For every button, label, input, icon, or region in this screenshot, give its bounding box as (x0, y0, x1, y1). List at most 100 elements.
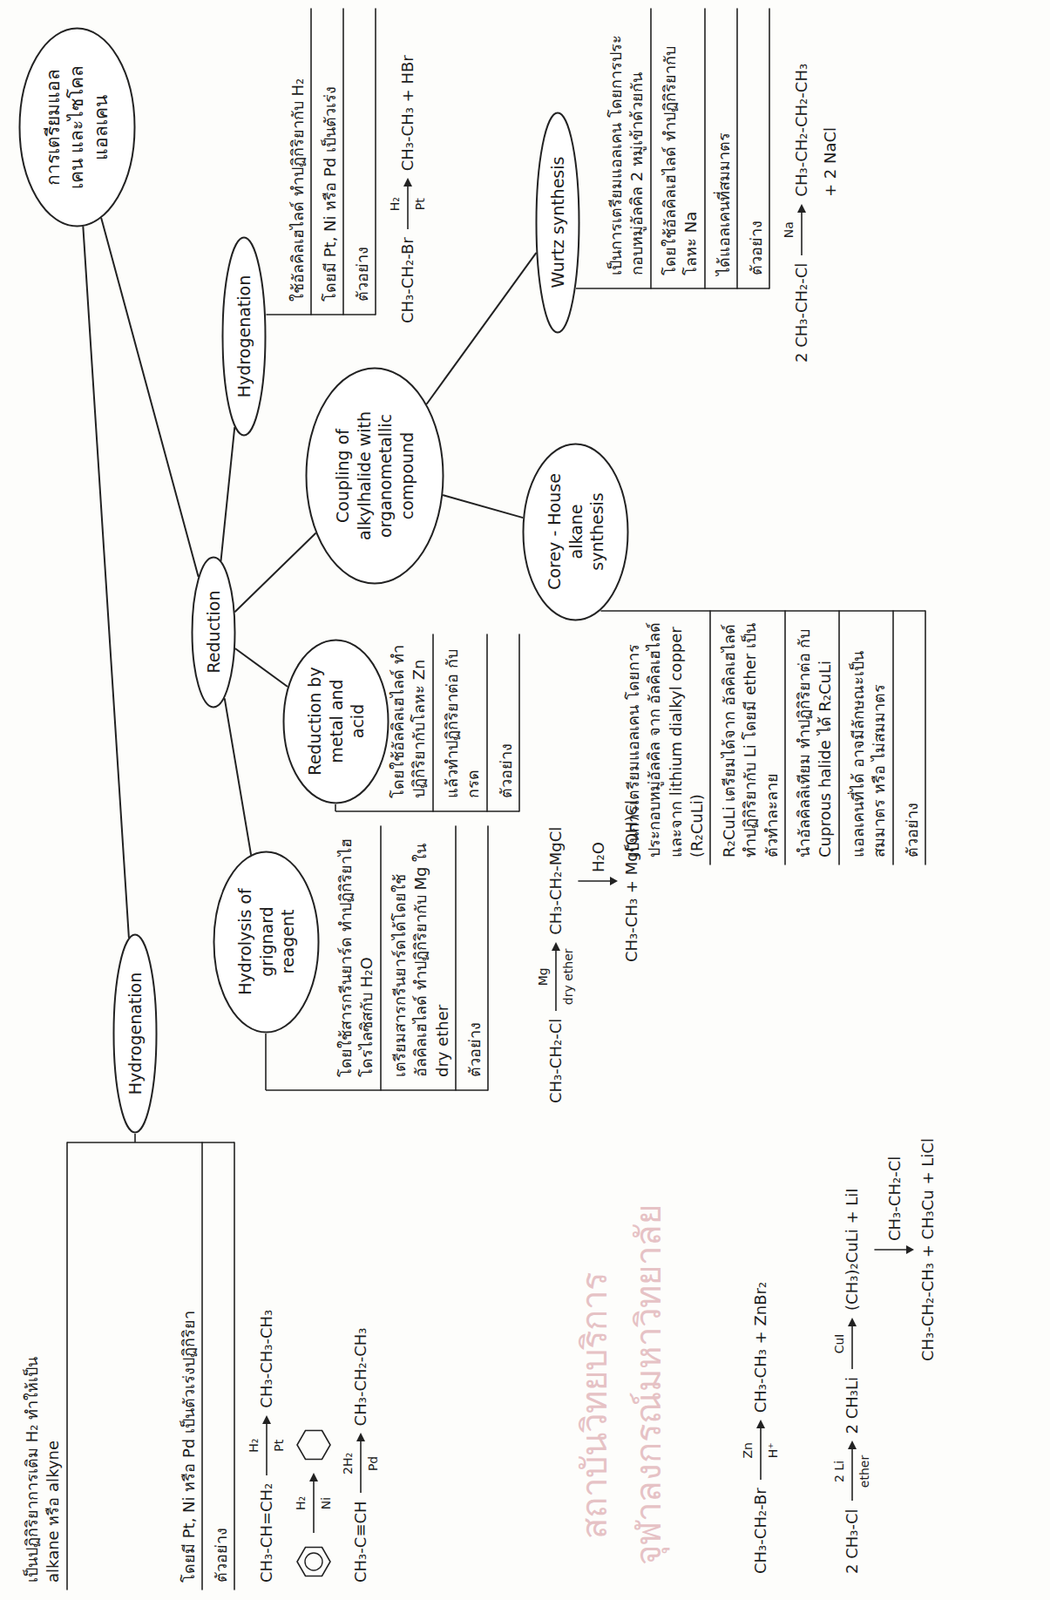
formula-text: CH₃-CH₃-CH₃ (256, 1309, 277, 1409)
arrow-shaft (265, 1418, 268, 1476)
branch-connector (235, 533, 316, 612)
branch-connector (443, 494, 523, 518)
branch-note-text: โดยใช้อัลคิลเฮไลด์ ทำปฏิกิริยากับโลหะ Zn (387, 641, 431, 799)
arrow-group: 2H₂Pd (340, 1432, 381, 1494)
equation-row: CH₃-CH₂-BrZnH⁺CH₃-CH₃ + ZnBr₂ (740, 1281, 781, 1574)
reagent-label: ether (857, 1455, 873, 1488)
reagent-label: H₂ (293, 1496, 309, 1511)
branch-spine (600, 609, 926, 612)
node-text-wrap: Coupling of alkylhalide with organometal… (331, 397, 419, 555)
formula-text: CH₃-CH₂-CH₃ (350, 1327, 371, 1426)
mind-map-ellipse: การเตรียมแอลเคน และไซโคลแอลเคน (18, 27, 136, 228)
formula-text: CH₃-CH₂-Cl (545, 1018, 566, 1104)
arrow-head (847, 1440, 857, 1450)
node-label: Hydrolysis of grignard reagent (234, 875, 299, 1008)
branch-note-text: ตัวอย่าง (464, 833, 486, 1078)
branch-underline (768, 8, 771, 289)
branch-underline (487, 826, 489, 1091)
node-text-wrap: Hydrogenation (124, 961, 147, 1106)
branch-note: โดยมี Pt, Ni หรือ Pd เป็นตัวเร่ง (319, 22, 341, 302)
branch-underline (784, 610, 786, 865)
branch-underline (310, 8, 312, 315)
watermark-text: สถาบันวิทยบริการ (566, 1272, 623, 1539)
reagent-label: Na (781, 221, 797, 238)
reagent-label: Pt (413, 197, 428, 210)
reaction-arrow (261, 1415, 272, 1477)
ellipse-shape (523, 444, 629, 621)
ellipse-shape (223, 237, 266, 436)
branch-note: ตัวอย่าง (495, 641, 517, 799)
formula-text: CH₃-CH₂-Br (397, 237, 418, 324)
formula-text: 2 CH₃Li (841, 1376, 862, 1435)
reaction-arrow (308, 1472, 319, 1534)
branch-connector (224, 698, 251, 854)
reagent-label: H⁺ (765, 1442, 781, 1458)
ellipse-shape (536, 113, 580, 333)
node-label: Reduction (203, 576, 225, 687)
formula-text: CH₃-CH=CH₂ (256, 1483, 277, 1583)
branch-note-text: แอลเคนที่ได้ อาจมีลักษณะเป็น สมมาตร หรือ… (847, 617, 891, 858)
arrow-shaft (851, 1320, 854, 1369)
branch-note-text: เป็นการเตรียมแอลเคน โดยการประกอบหมู่อัลค… (605, 22, 649, 276)
reagent-label: 2H₂ (340, 1452, 356, 1475)
ellipse-shape (306, 368, 444, 584)
arrow-group: Na (781, 203, 822, 257)
equation-row: CH₃-CH₂-ClMgdry etherCH₃-CH₂-MgCl (535, 826, 576, 1104)
equation-row: CH₃-CH=CH₂ H₂Pt CH₃-CH₃-CH₃ (246, 1309, 287, 1583)
branch-connector (101, 217, 198, 576)
equation-row: CH₃-CH₂-CH₃ + CH₃Cu + LiCl (917, 1138, 938, 1362)
branch-underline (342, 8, 345, 315)
arrow-shaft (759, 1422, 762, 1480)
arrow-head (309, 1472, 319, 1482)
equation-row: CH₃-CH₂-Br H₂Pt CH₃-CH₃ + HBr (387, 54, 428, 324)
branch-spine (335, 804, 520, 812)
reagent-note: CH₃-CH₂-Cl (884, 1156, 905, 1241)
node-text-wrap: Reduction by metal and acid (304, 661, 369, 781)
arrow-group: 2 Liether (832, 1440, 873, 1502)
arrow-group: H₂ Ni (293, 1472, 334, 1534)
node-label: Hydrogenation (124, 961, 147, 1106)
arrow-group: H₂Pt (387, 177, 428, 231)
formula-text: CH₃-C≡CH (350, 1500, 371, 1583)
node-text-wrap: Hydrolysis of grignard reagent (234, 875, 299, 1008)
ring-outline (297, 1547, 331, 1577)
ellipse-shape (284, 640, 389, 804)
reaction-arrow (846, 1440, 858, 1502)
arrow-group: H₂Pt (246, 1415, 287, 1477)
formula-text: CH₃-CH₂-CH₂-CH₃ (791, 63, 812, 197)
reagent-label: H₂O (588, 841, 609, 873)
branch-note-text: โดยมี Pt, Ni หรือ Pd เป็นตัวเร่ง (319, 22, 341, 302)
branch-underline (704, 8, 706, 289)
benzene-ring (294, 1540, 333, 1583)
branch-underline (736, 8, 739, 289)
formula-text: CH₃-CH₃ + HBr (397, 54, 418, 171)
node-text-wrap: Wurtz synthesis (547, 142, 570, 303)
branch-note-text: นำอัลคิลลิเทียม ทำปฏิกิริยาต่อ กับ Cupro… (793, 617, 837, 858)
node-label: Hydrogenation (233, 264, 256, 409)
arrow-group: Mgdry ether (535, 941, 576, 1012)
node-label: Corey - House alkane synthesis (543, 467, 609, 597)
reagent-label: H₂ (246, 1438, 262, 1453)
arrow-head (356, 1432, 366, 1442)
formula-text: CH₃-CH₂-Br (750, 1487, 771, 1574)
arrow-head (797, 203, 807, 213)
branch-note: R₂CuLi เตรียมได้จาก อัลคิลเฮไลด์ ทำปฏิกิ… (718, 617, 783, 858)
branch-note-text: ตัวอย่าง (495, 641, 517, 799)
branch-note-text: ตัวอย่าง (901, 617, 923, 858)
branch-underline (201, 1142, 204, 1590)
branch-spine (265, 1033, 488, 1091)
mind-map-ellipse: Corey - House alkane synthesis (521, 442, 630, 622)
branch-note: โดยใช้สารกรีนยาร์ด ทำปฏิกิริยาไฮโดรไลซิส… (335, 833, 379, 1078)
branch-connector (82, 226, 129, 937)
branch-note-text: ตัวอย่าง (210, 1303, 232, 1583)
equation-row: CH₃-C≡CH 2H₂Pd CH₃-CH₂-CH₃ (340, 1327, 381, 1583)
formula-text: CH₃-CH₂-CH₃ + CH₃Cu + LiCl (917, 1138, 938, 1362)
reaction-arrow (846, 1317, 858, 1370)
watermark-text: จุฬาลงกรณ์มหาวิทยาลัย (620, 1204, 677, 1565)
equation-row: 2 CH₃-Cl2 Liether2 CH₃LiCuI(CH₃)₂CuLi + … (832, 1187, 873, 1574)
reagent-label: Ni (318, 1497, 334, 1510)
branch-note: ตัวอย่าง (745, 22, 767, 276)
down-arrow-head (906, 1245, 915, 1254)
branch-note-text: เป็นปฏิกิริยาการเติม H₂ ทำให้เป็น alkane… (21, 1303, 65, 1583)
